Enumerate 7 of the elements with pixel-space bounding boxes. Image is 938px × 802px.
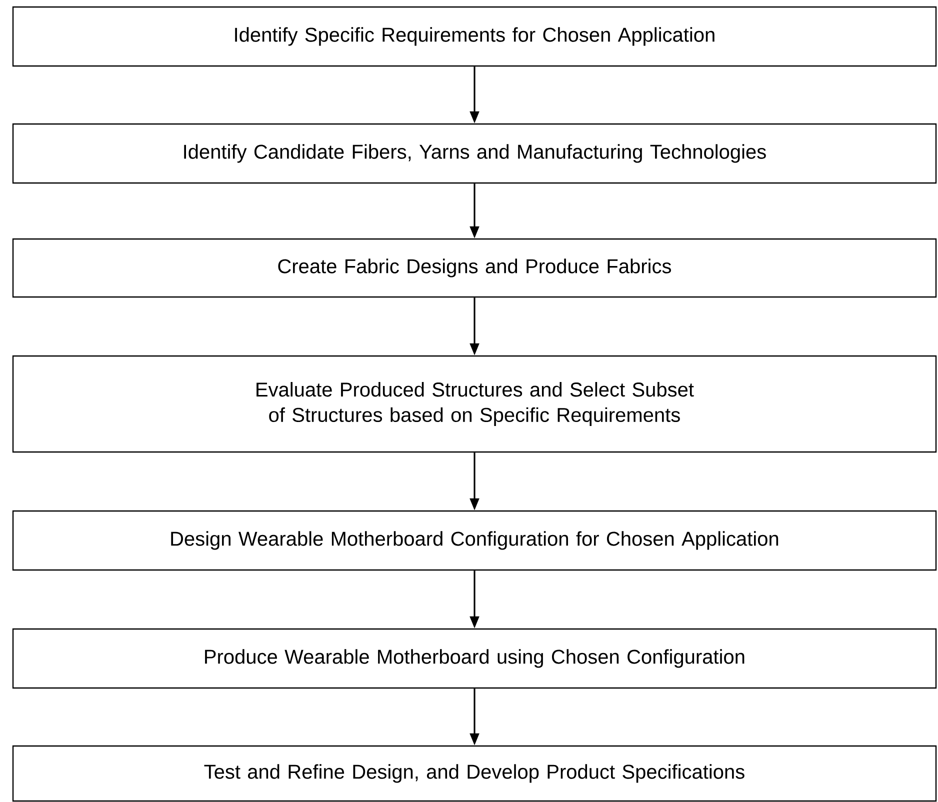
process-box: Create Fabric Designs and Produce Fabrics [12, 238, 937, 298]
process-box: Test and Refine Design, and Develop Product Specifications [12, 745, 937, 802]
process-box: Identify Candidate Fibers, Yarns and Manufacturing Technologies [12, 123, 937, 184]
process-box: Identify Specific Requirements for Chosen Application [12, 6, 937, 67]
process-box: Evaluate Produced Structures and Select Subset of Structures based on Specific Requirements [12, 355, 937, 453]
process-box: Design Wearable Motherboard Configuration for Chosen Application [12, 510, 937, 571]
process-box: Produce Wearable Motherboard using Chosen Configuration [12, 628, 937, 689]
